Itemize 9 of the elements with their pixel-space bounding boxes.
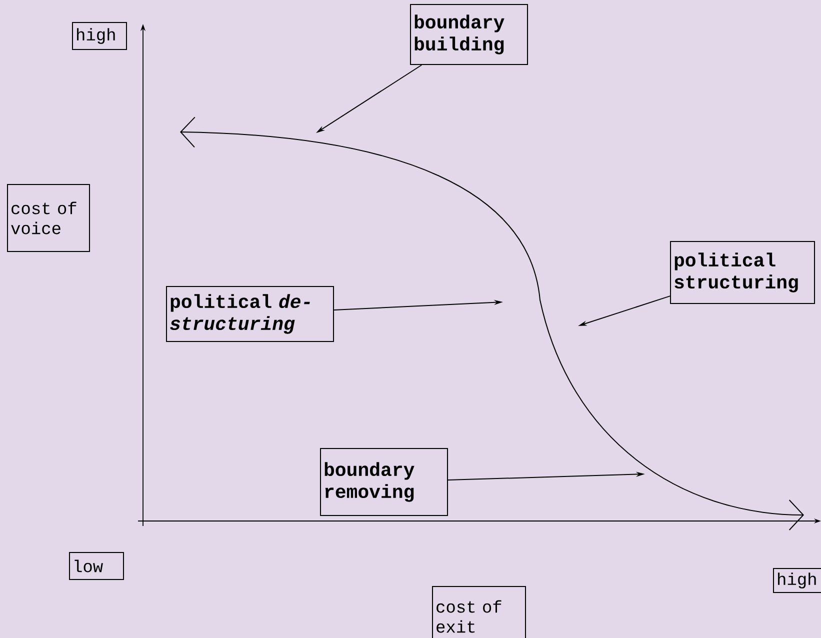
axis-label-box: cost of exit: [432, 586, 526, 638]
axis-label-box: high: [72, 22, 127, 50]
axis-label-box: low: [69, 552, 124, 580]
label-box: boundary building: [410, 4, 528, 65]
axis-label-box: cost of voice: [7, 184, 90, 252]
axis-label-box: high: [773, 568, 821, 593]
label-box: political de-structuring: [166, 286, 334, 342]
label-box: political structuring: [670, 241, 815, 304]
label-box: boundary removing: [320, 448, 448, 516]
